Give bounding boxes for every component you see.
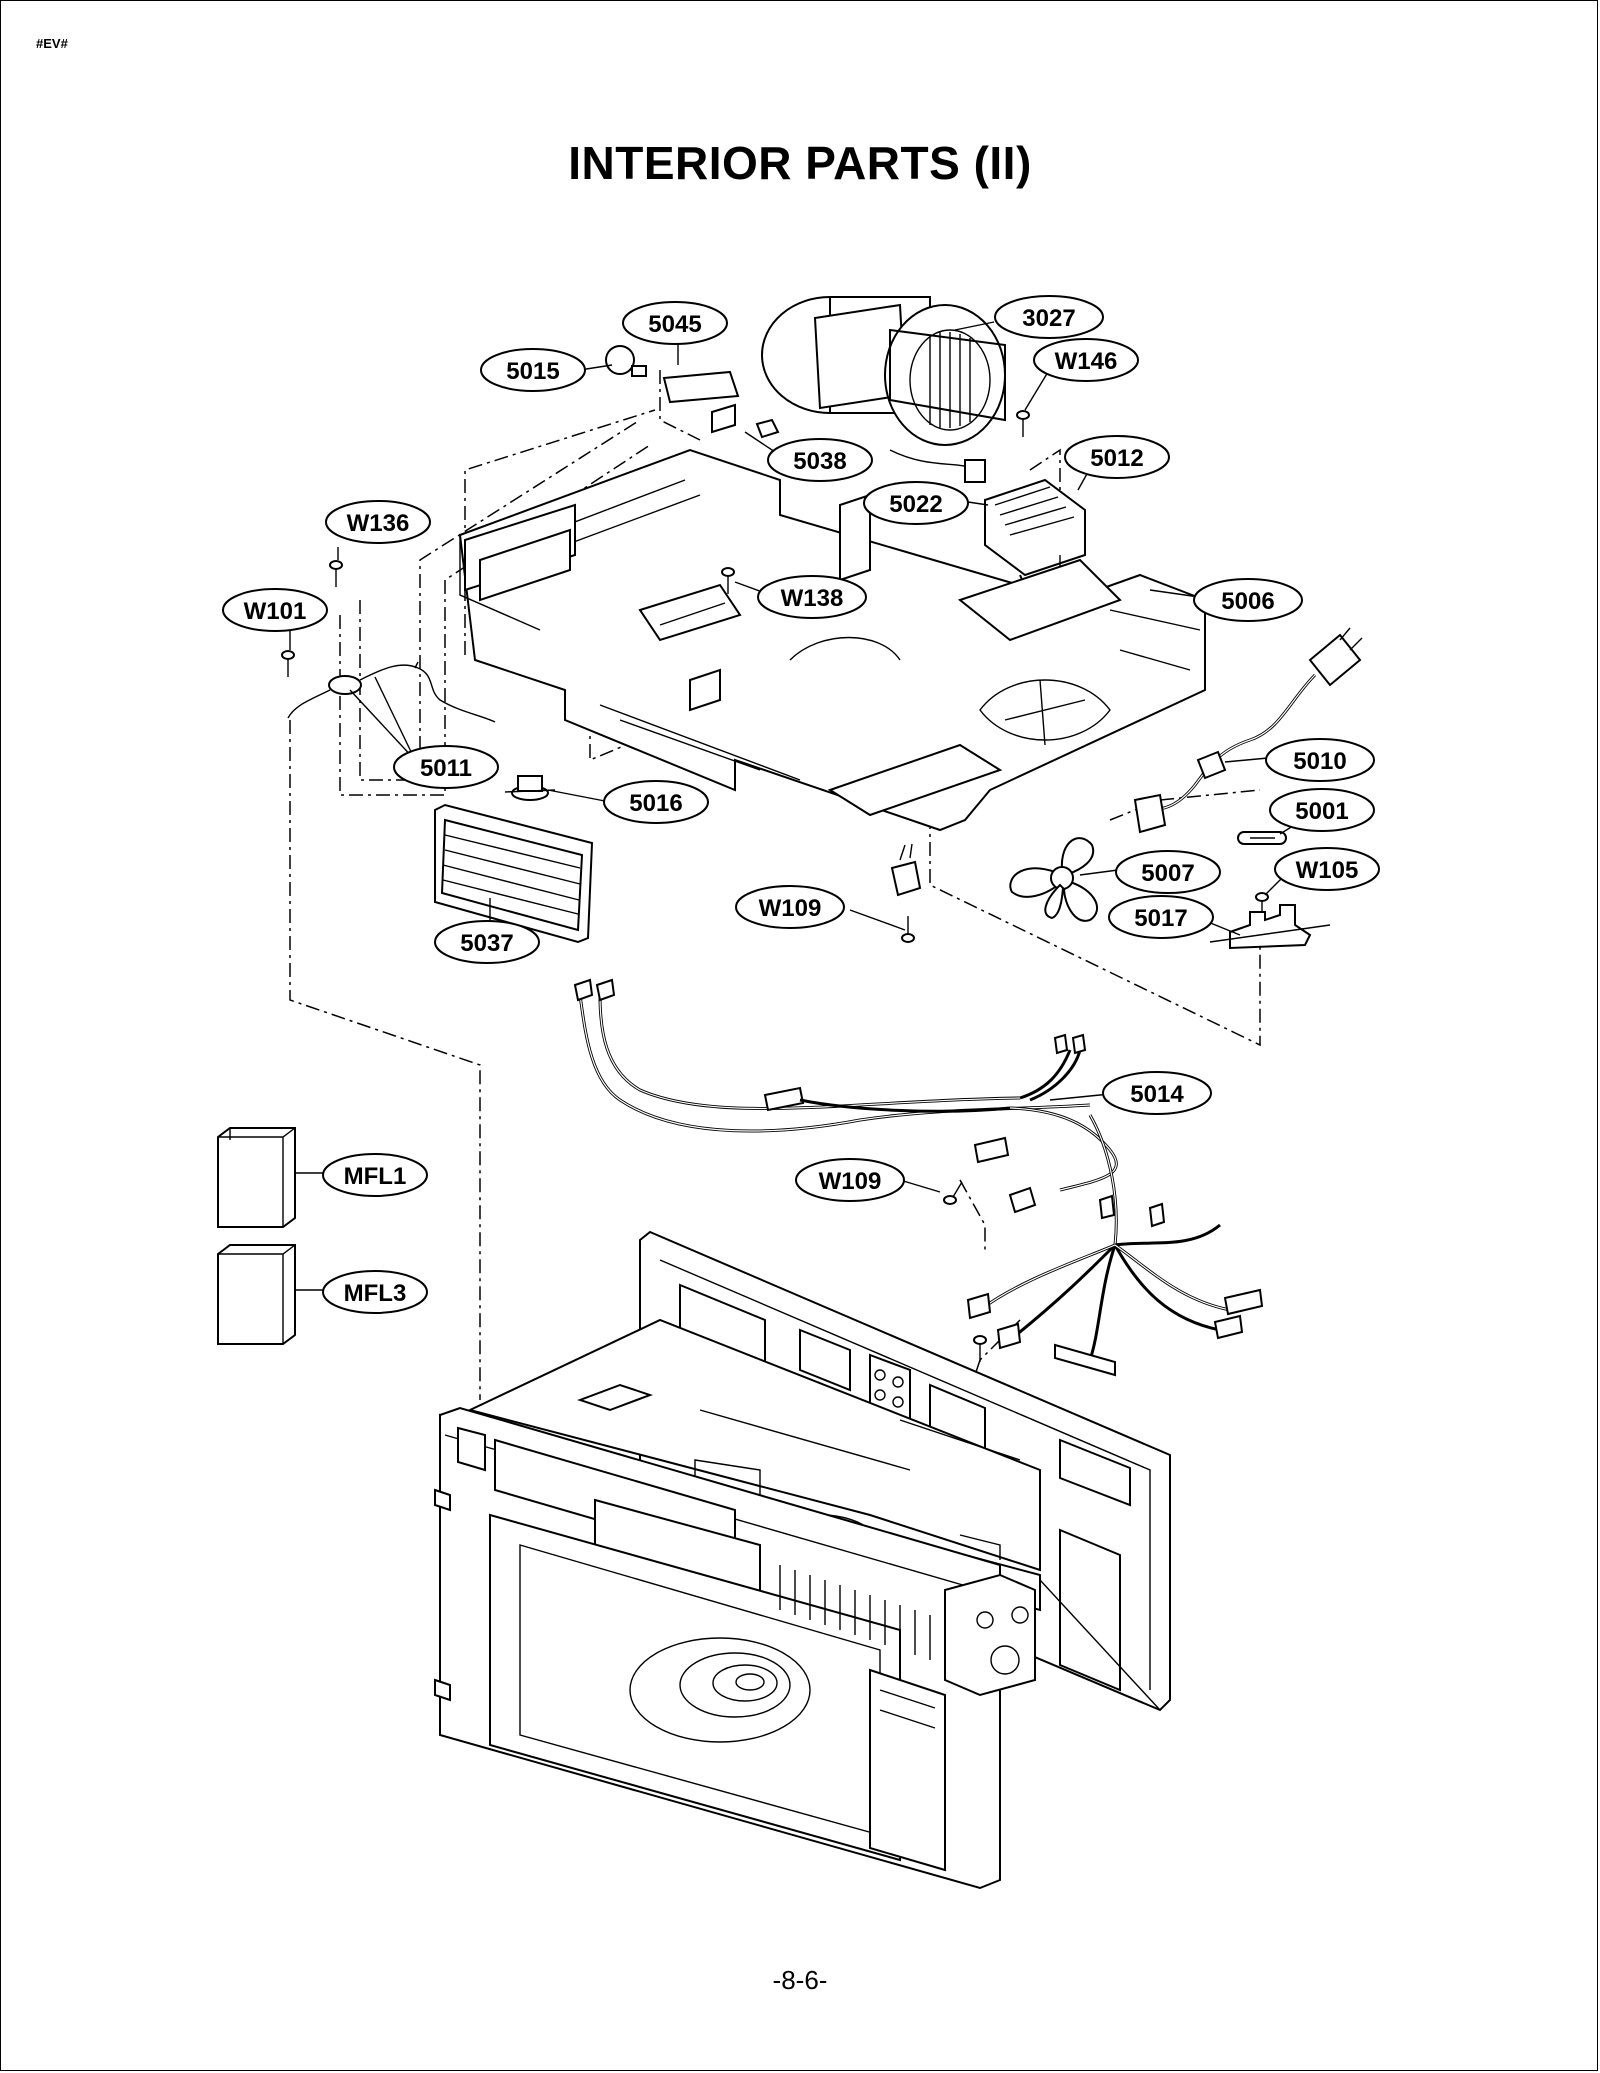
callout-label: 5006 — [1221, 588, 1274, 615]
callout-5012: 5012 — [1064, 435, 1170, 479]
thermal-protector-with-lead — [287, 661, 496, 723]
callout-W109-upper: W109 — [735, 885, 845, 929]
callout-5006: 5006 — [1193, 578, 1303, 622]
callout-label: 5045 — [648, 311, 701, 338]
callout-W136: W136 — [325, 500, 431, 544]
page-number: -8-6- — [772, 1965, 828, 1995]
callout-5015: 5015 — [480, 348, 586, 392]
callout-MFL1: MFL1 — [322, 1153, 428, 1197]
callout-label: 5014 — [1130, 1081, 1184, 1108]
callout-label: MFL1 — [344, 1163, 407, 1190]
callout-label: 5038 — [793, 448, 846, 475]
callout-label: W136 — [347, 510, 410, 537]
callout-3027: 3027 — [994, 295, 1104, 339]
grease-filter — [434, 803, 594, 944]
page-title: INTERIOR PARTS (II) — [568, 137, 1032, 189]
callout-label: 5010 — [1293, 748, 1346, 775]
callout-label: W109 — [819, 1168, 882, 1195]
callout-W138: W138 — [757, 575, 867, 619]
callout-5022: 5022 — [863, 481, 969, 525]
callout-5001: 5001 — [1269, 788, 1375, 832]
wire-harness — [573, 978, 1264, 1377]
thermostat — [504, 775, 556, 801]
callout-label: W138 — [781, 585, 844, 612]
callout-5010: 5010 — [1265, 738, 1375, 782]
lamp-and-socket — [605, 345, 780, 439]
callout-label: W101 — [244, 598, 307, 625]
oven-cavity-case — [434, 1230, 1171, 1890]
callout-label: W109 — [759, 895, 822, 922]
fuse — [1237, 831, 1287, 845]
fan-blade — [1009, 837, 1099, 922]
callout-label: 5007 — [1141, 860, 1194, 887]
callout-label: W146 — [1055, 348, 1118, 375]
blower-motor-assembly — [761, 296, 1006, 483]
callout-label: 5015 — [506, 358, 559, 385]
callout-W101: W101 — [222, 588, 328, 632]
callout-W105: W105 — [1274, 847, 1380, 891]
callout-label: 3027 — [1022, 305, 1075, 332]
callout-label: W105 — [1296, 857, 1359, 884]
callout-MFL3: MFL3 — [322, 1270, 428, 1314]
callout-label: 5016 — [629, 790, 682, 817]
callout-label: 5037 — [460, 930, 513, 957]
callout-5038: 5038 — [767, 438, 873, 482]
document-code: #EV# — [36, 36, 68, 51]
callout-5007: 5007 — [1115, 850, 1221, 894]
fuse-holder — [1209, 904, 1331, 950]
power-cord — [1133, 627, 1363, 834]
connector-block — [890, 843, 922, 897]
manual-books — [217, 1127, 296, 1345]
callout-5011: 5011 — [393, 745, 499, 789]
base-plate — [458, 448, 1206, 832]
callout-W109-lower: W109 — [795, 1158, 905, 1202]
callout-W146: W146 — [1033, 338, 1139, 382]
callout-5037: 5037 — [434, 920, 540, 964]
callout-5045: 5045 — [622, 301, 728, 345]
callout-5016: 5016 — [603, 780, 709, 824]
callout-label: MFL3 — [344, 1280, 407, 1307]
screws — [281, 410, 1269, 1362]
callout-label: 5012 — [1090, 445, 1143, 472]
callout-label: 5017 — [1134, 905, 1187, 932]
callout-label: 5022 — [889, 491, 942, 518]
callout-5017: 5017 — [1108, 895, 1214, 939]
callout-label: 5011 — [420, 755, 472, 782]
callout-5014: 5014 — [1102, 1071, 1212, 1115]
leader-lines — [289, 321, 1323, 1291]
callout-label: 5001 — [1295, 798, 1348, 825]
